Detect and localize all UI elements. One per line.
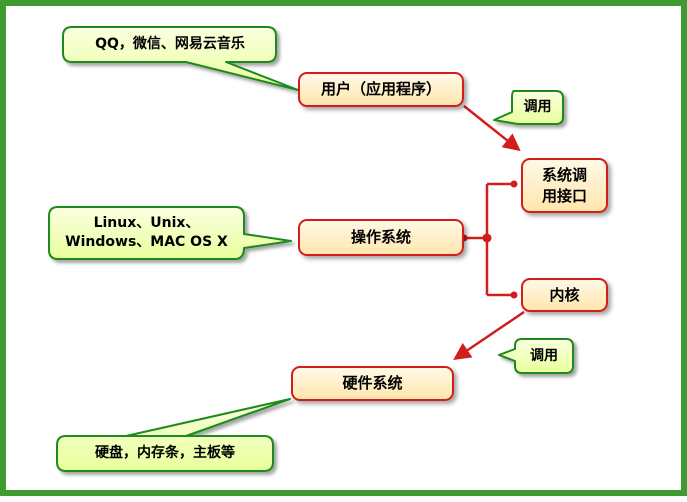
node-hardware-label: 硬件系统 bbox=[342, 374, 403, 392]
callout-apps-bubble bbox=[62, 26, 299, 91]
node-operating-system: 操作系统 bbox=[298, 219, 464, 256]
callout-call-bottom-text: 调用 bbox=[515, 339, 573, 373]
callout-os-examples-line2: Windows、MAC OS X bbox=[65, 234, 228, 250]
node-syscall-line2: 用接口 bbox=[541, 186, 587, 205]
diagram-graphics bbox=[48, 26, 574, 472]
node-user-label: 用户（应用程序） bbox=[320, 80, 441, 98]
arrow-user-to-syscall bbox=[463, 105, 521, 152]
callout-hardware-bubble bbox=[56, 398, 291, 472]
arrow-kernel-to-hardware bbox=[453, 310, 525, 360]
connector-dot-syscall bbox=[510, 180, 518, 188]
callout-os-examples-text: Linux、Unix、 Windows、MAC OS X bbox=[49, 207, 244, 259]
node-user-application: 用户（应用程序） bbox=[298, 72, 464, 107]
callout-hardware-label: 硬盘，内存条，主板等 bbox=[95, 445, 235, 461]
connector-dot-junction bbox=[482, 233, 492, 243]
node-syscall-line1: 系统调 bbox=[541, 165, 587, 184]
callout-call-bottom-bubble bbox=[498, 338, 574, 374]
callout-call-bottom-label: 调用 bbox=[530, 347, 558, 364]
node-syscall-interface: 系统调 用接口 bbox=[521, 158, 608, 213]
callout-apps-label: QQ，微信、网易云音乐 bbox=[95, 36, 245, 52]
connector-dot-kernel bbox=[510, 291, 518, 299]
node-os-label: 操作系统 bbox=[350, 228, 411, 246]
callout-os-examples-bubble bbox=[48, 206, 292, 260]
callout-call-top-label: 调用 bbox=[523, 99, 552, 115]
callout-hardware-text: 硬盘，内存条，主板等 bbox=[57, 436, 273, 471]
callout-os-examples-line1: Linux、Unix、 bbox=[93, 215, 200, 231]
node-kernel: 内核 bbox=[521, 278, 608, 312]
node-hardware-system: 硬件系统 bbox=[291, 366, 454, 401]
callout-call-top-bubble bbox=[493, 90, 564, 125]
node-kernel-label: 内核 bbox=[549, 285, 580, 304]
callout-apps-text: QQ，微信、网易云音乐 bbox=[64, 27, 276, 62]
callout-call-top-text: 调用 bbox=[512, 91, 563, 124]
